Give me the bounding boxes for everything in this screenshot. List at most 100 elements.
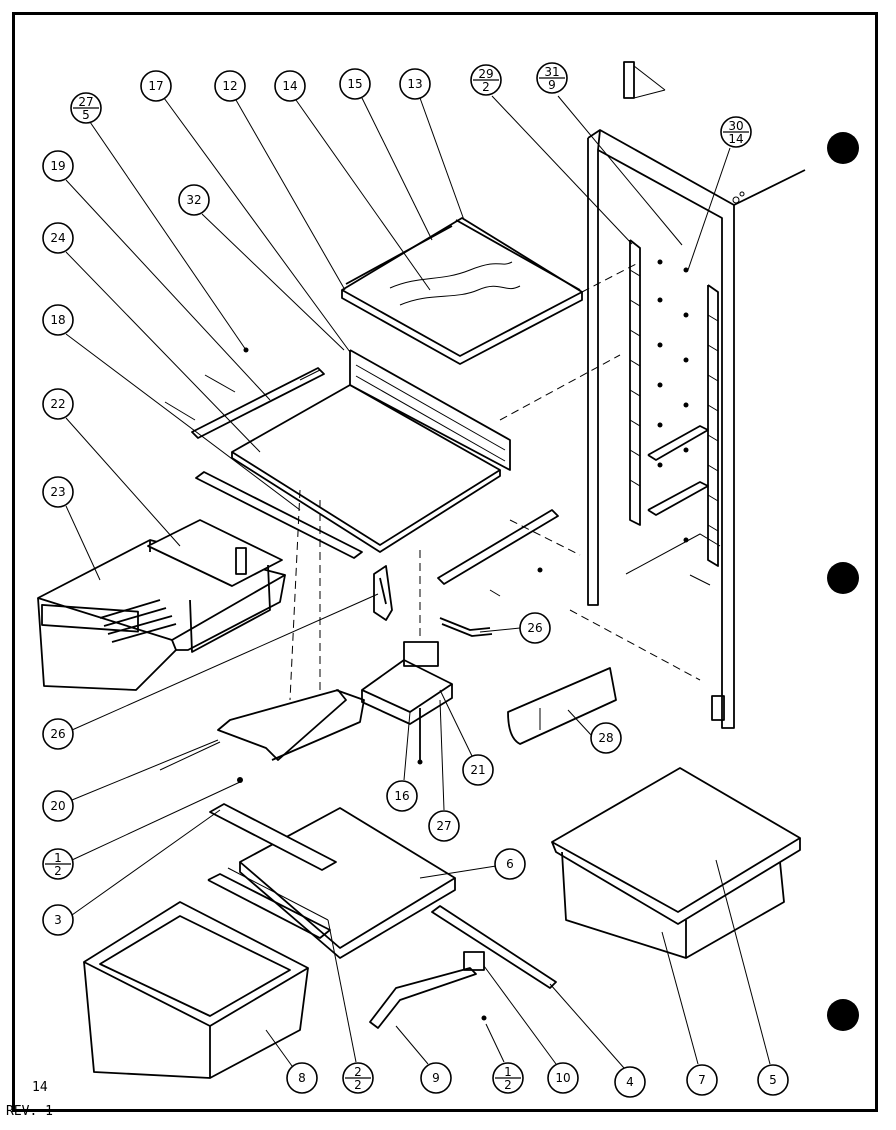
callout-number: 3 [54, 913, 62, 927]
callout-c-6: 6 [494, 848, 526, 880]
drawer-slide [369, 951, 487, 1029]
callout-page: 5 [82, 108, 90, 122]
callout-c-20: 20 [42, 790, 74, 822]
binder-hole-3 [827, 999, 859, 1031]
binder-holes [827, 132, 859, 1031]
callout-number: 5 [769, 1073, 777, 1087]
callout-c-29-2: 292 [470, 64, 502, 96]
callout-number: 24 [50, 231, 65, 245]
callout-number: 26 [50, 727, 65, 741]
top-shelf-assembly [341, 217, 583, 365]
callout-c-17: 17 [140, 70, 172, 102]
callout-page: 2 [54, 864, 62, 878]
deli-drawer [561, 851, 785, 959]
callout-c-7: 7 [686, 1064, 718, 1096]
callout-c-21: 21 [462, 754, 494, 786]
main-shelf-assembly [164, 347, 559, 597]
callout-number: 27 [78, 95, 93, 109]
callout-c-27: 27 [428, 810, 460, 842]
callout-c-26b: 26 [42, 718, 74, 750]
callout-number: 21 [470, 763, 485, 777]
callout-c-1-2a: 12 [42, 848, 74, 880]
deli-drawer-cover [551, 767, 801, 925]
callout-number: 12 [222, 79, 237, 93]
callout-number: 2 [354, 1065, 362, 1079]
page-number: 14 [32, 1080, 48, 1095]
callout-number: 30 [728, 119, 743, 133]
callout-number: 15 [347, 77, 362, 91]
binder-hole-2 [827, 562, 859, 594]
callout-c-2-2: 22 [342, 1062, 374, 1094]
damper-link [439, 617, 493, 637]
assembly-lines [289, 261, 701, 701]
callout-c-27-5: 275 [70, 92, 102, 124]
callout-number: 22 [50, 397, 65, 411]
callout-c-23: 23 [42, 476, 74, 508]
callout-page: 2 [354, 1078, 362, 1092]
callout-number: 31 [544, 65, 559, 79]
callout-number: 19 [50, 159, 65, 173]
callout-c-31-9: 319 [536, 62, 568, 94]
callout-c-1-2b: 12 [492, 1062, 524, 1094]
callout-number: 9 [432, 1071, 440, 1085]
callout-page: 14 [728, 132, 743, 146]
callout-c-8: 8 [286, 1062, 318, 1094]
callout-number: 17 [148, 79, 163, 93]
control-housing [361, 641, 453, 765]
callout-number: 18 [50, 313, 65, 327]
callout-c-9: 9 [420, 1062, 452, 1094]
callout-number: 8 [298, 1071, 306, 1085]
cabinet-liner [587, 61, 806, 729]
callout-c-32: 32 [178, 184, 210, 216]
callout-number: 4 [626, 1075, 634, 1089]
crisper-grille [99, 599, 177, 643]
callout-c-22: 22 [42, 388, 74, 420]
callout-c-28: 28 [590, 722, 622, 754]
callout-number: 20 [50, 799, 65, 813]
leader-lines [65, 95, 771, 1069]
callout-c-14: 14 [274, 70, 306, 102]
revision-note: REV. 1 [6, 1104, 53, 1119]
callout-number: 26 [527, 621, 542, 635]
callout-number: 29 [478, 67, 493, 81]
guide-bracket [373, 565, 393, 621]
meat-keeper-drawer [37, 519, 286, 691]
callout-number: 10 [555, 1071, 570, 1085]
callout-c-16: 16 [386, 780, 418, 812]
callout-c-13: 13 [399, 68, 431, 100]
callout-number: 27 [436, 819, 451, 833]
callout-number: 32 [186, 193, 201, 207]
callout-c-5: 5 [757, 1064, 789, 1096]
callout-c-3: 3 [42, 904, 74, 936]
callout-number: 14 [282, 79, 297, 93]
callout-page: 2 [504, 1078, 512, 1092]
callout-page: 2 [482, 80, 490, 94]
callout-c-15: 15 [339, 68, 371, 100]
callout-number: 13 [407, 77, 422, 91]
pantry-drawer [83, 901, 309, 1079]
shelf-rail [431, 905, 557, 989]
callout-c-24: 24 [42, 222, 74, 254]
callout-number: 23 [50, 485, 65, 499]
drawer-cover-frame [159, 689, 365, 771]
lower-shelf [207, 777, 456, 959]
binder-hole-1 [827, 132, 859, 164]
callout-number: 1 [504, 1065, 512, 1079]
callout-c-18: 18 [42, 304, 74, 336]
callout-number: 28 [598, 731, 613, 745]
callout-number: 6 [506, 857, 514, 871]
callout-c-10: 10 [547, 1062, 579, 1094]
callout-page: 9 [548, 78, 556, 92]
shelf-guard [507, 667, 617, 745]
callout-number: 16 [394, 789, 409, 803]
callout-c-26a: 26 [519, 612, 551, 644]
callout-c-12: 12 [214, 70, 246, 102]
callout-number: 7 [698, 1073, 706, 1087]
drawing-border [12, 12, 878, 1112]
callout-c-19: 19 [42, 150, 74, 182]
callout-c-4: 4 [614, 1066, 646, 1098]
callout-number: 1 [54, 851, 62, 865]
